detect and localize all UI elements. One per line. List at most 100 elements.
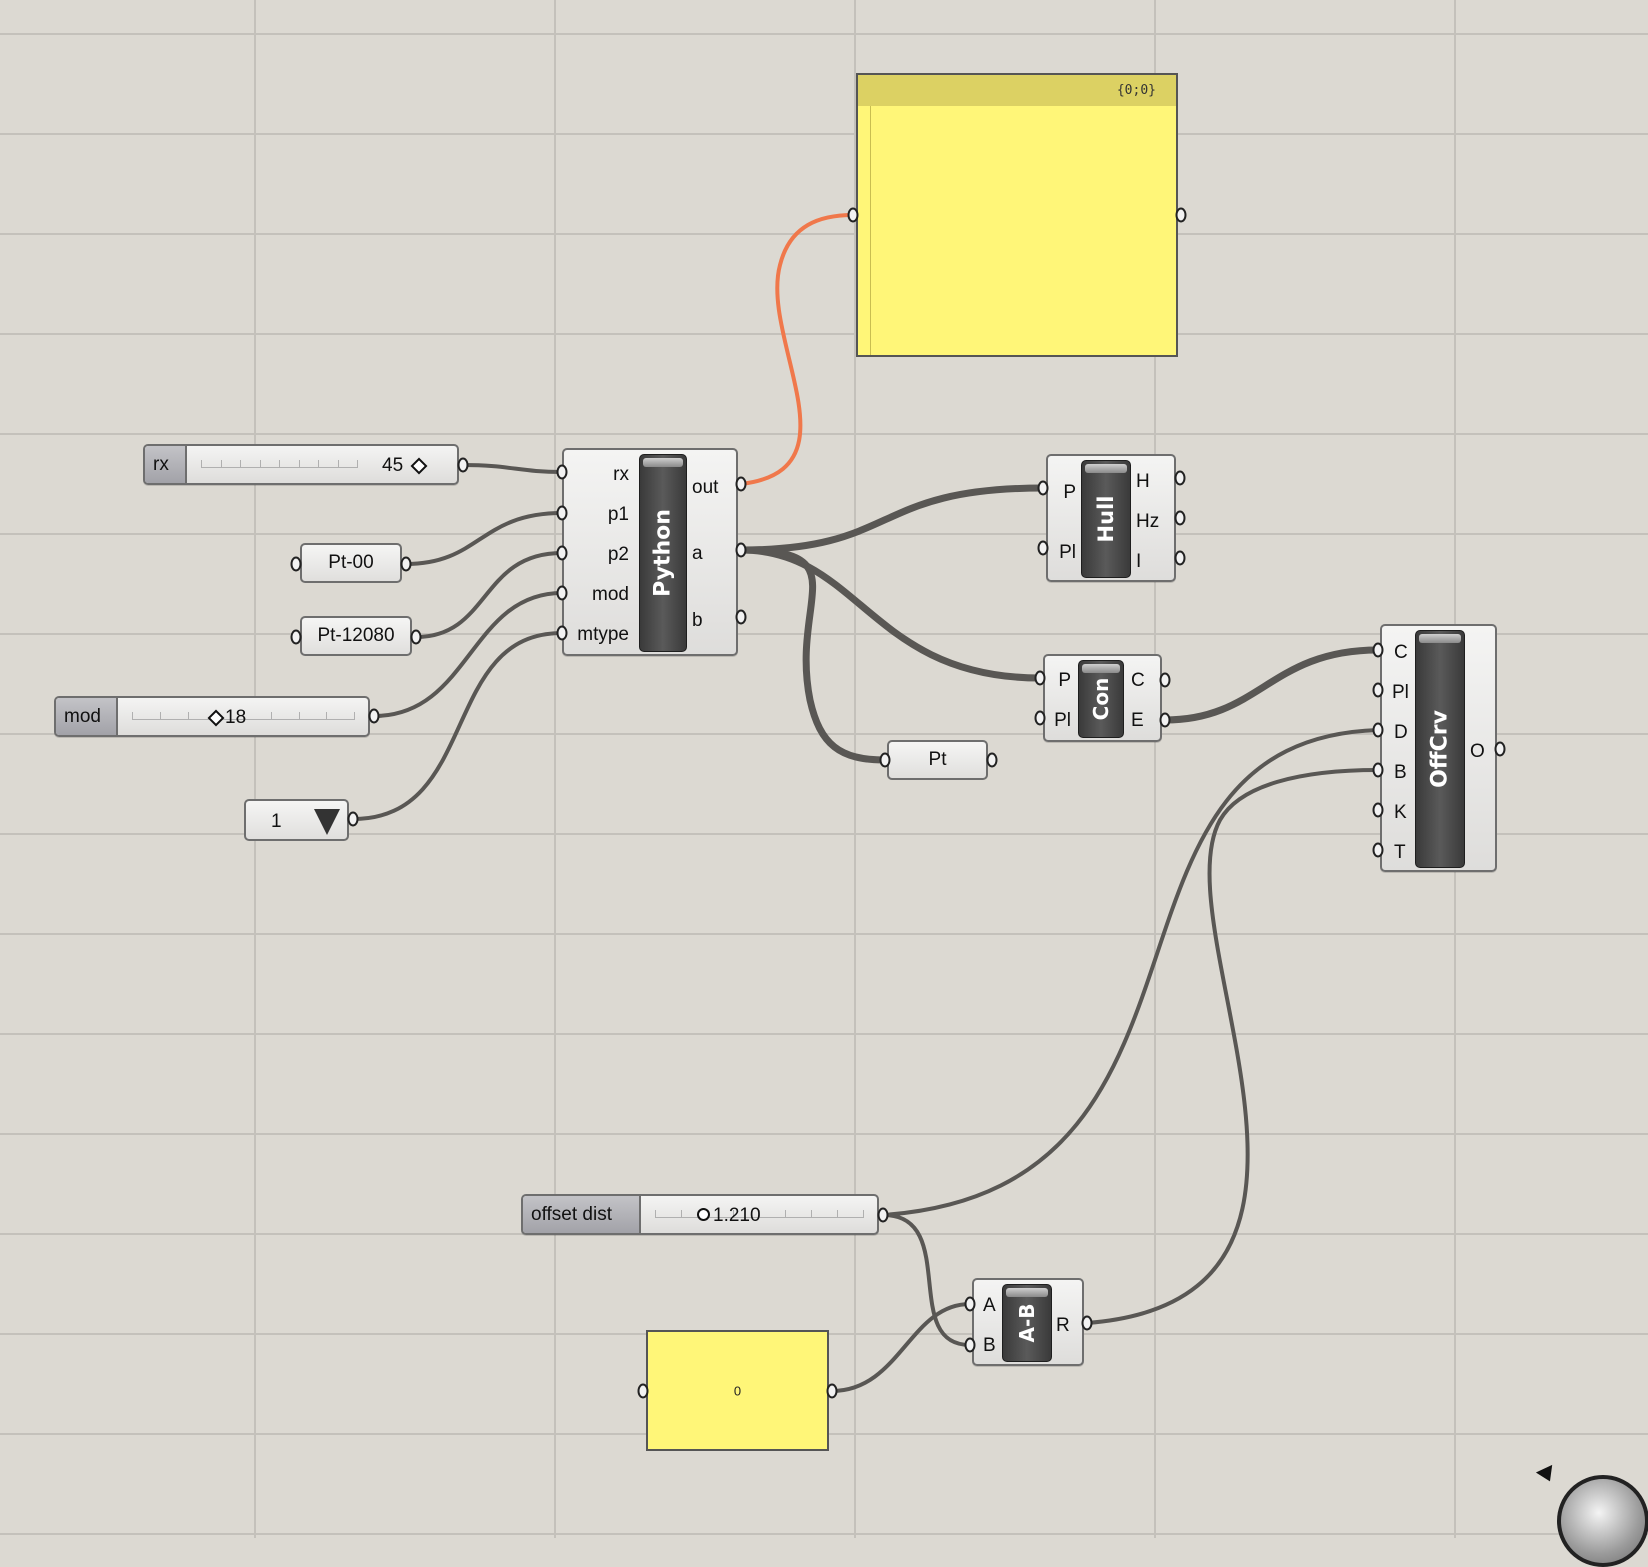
slider-mod[interactable]: mod 18 [54, 696, 370, 737]
param-pt-00-input-grip[interactable] [290, 556, 302, 572]
python-input-mod: mod [592, 584, 629, 605]
panel-path: {0;0} [1116, 83, 1156, 98]
canvas-navigation-ball-icon[interactable] [1557, 1475, 1648, 1567]
subtract-output-grip-r[interactable] [1081, 1315, 1093, 1331]
offcrv-output-grip-o[interactable] [1494, 741, 1506, 757]
panel-top-input-grip[interactable] [847, 207, 859, 223]
con-title-bar[interactable]: Con [1078, 660, 1124, 738]
component-con[interactable]: P Pl Con C E [1043, 654, 1162, 742]
wire-python-a-hull[interactable] [737, 484, 1047, 554]
con-output-grip-e[interactable] [1159, 712, 1171, 728]
slider-offset-dist[interactable]: offset dist 1.210 [521, 1194, 879, 1235]
offcrv-input-grip-pl[interactable] [1372, 682, 1384, 698]
offcrv-input-grip-b[interactable] [1372, 762, 1384, 778]
wire-offset-subtract-b[interactable] [881, 1213, 972, 1347]
wire-rx-python[interactable] [461, 463, 564, 474]
python-output-out: out [692, 477, 719, 498]
wire-list-python[interactable] [351, 631, 564, 821]
offcrv-title: OffCrv [1427, 710, 1453, 788]
offcrv-input-c: C [1394, 642, 1408, 663]
con-input-grip-pl[interactable] [1034, 710, 1046, 726]
con-input-grip-p[interactable] [1034, 670, 1046, 686]
python-input-grip-rx[interactable] [556, 464, 568, 480]
wire-python-out-panel[interactable] [739, 213, 855, 486]
python-input-grip-p2[interactable] [556, 545, 568, 561]
offcrv-input-grip-c[interactable] [1372, 642, 1384, 658]
subtract-input-grip-b[interactable] [964, 1337, 976, 1353]
wire-python-a-con[interactable] [737, 546, 1044, 682]
slider-offset-output-grip[interactable] [877, 1207, 889, 1223]
wire-subtract-offcrv-b[interactable] [1085, 768, 1380, 1325]
panel-bottom-output-grip[interactable] [826, 1383, 838, 1399]
python-input-grip-p1[interactable] [556, 505, 568, 521]
offcrv-title-bar[interactable]: OffCrv [1415, 630, 1465, 868]
param-pt-12080-input-grip[interactable] [290, 629, 302, 645]
offcrv-input-grip-k[interactable] [1372, 802, 1384, 818]
python-output-grip-out[interactable] [735, 476, 747, 492]
con-output-e: E [1131, 710, 1144, 731]
python-output-a: a [692, 543, 703, 564]
param-pt-00-output-grip[interactable] [400, 556, 412, 572]
slider-rx[interactable]: rx 45 [143, 444, 459, 485]
param-pt-12080[interactable]: Pt-12080 [300, 616, 412, 656]
panel-header: {0;0} [858, 75, 1176, 106]
panel-top[interactable]: {0;0} [856, 73, 1178, 357]
python-title-bar[interactable]: Python [639, 454, 687, 652]
python-input-grip-mtype[interactable] [556, 625, 568, 641]
panel-bottom-input-grip[interactable] [637, 1383, 649, 1399]
component-subtraction[interactable]: A B A-B R [972, 1278, 1084, 1366]
hull-output-grip-i[interactable] [1174, 550, 1186, 566]
hull-input-grip-p[interactable] [1037, 480, 1049, 496]
subtract-title-bar[interactable]: A-B [1002, 1284, 1052, 1362]
component-python[interactable]: rx p1 p2 mod mtype Python out a b [562, 448, 738, 656]
slider-value-rx: 45 [382, 455, 404, 476]
value-list-output-grip[interactable] [347, 811, 359, 827]
wire-pt00-python[interactable] [404, 511, 564, 566]
hull-input-grip-pl[interactable] [1037, 540, 1049, 556]
slider-handle-offset[interactable] [697, 1208, 710, 1221]
wire-python-a-pt[interactable] [737, 546, 889, 764]
wire-con-e-offcrv-c[interactable] [1161, 646, 1382, 724]
param-pt-12080-output-grip[interactable] [410, 629, 422, 645]
panel-top-output-grip[interactable] [1175, 207, 1187, 223]
python-output-grip-a[interactable] [735, 542, 747, 558]
offcrv-output-o: O [1470, 741, 1485, 762]
value-list-selected: 1 [271, 811, 282, 832]
hull-output-hz: Hz [1136, 511, 1160, 532]
param-pt-input-grip[interactable] [879, 752, 891, 768]
slider-handle-rx[interactable] [410, 457, 428, 475]
hull-output-grip-hz[interactable] [1174, 510, 1186, 526]
hull-output-grip-h[interactable] [1174, 470, 1186, 486]
hull-title-bar[interactable]: Hull [1081, 460, 1131, 578]
slider-rx-output-grip[interactable] [457, 457, 469, 473]
subtract-input-b: B [983, 1335, 996, 1356]
slider-track-offset[interactable]: 1.210 [641, 1196, 877, 1233]
offcrv-input-grip-d[interactable] [1372, 722, 1384, 738]
wire-panel-subtract-a[interactable] [830, 1302, 972, 1393]
dropdown-arrow-icon[interactable] [314, 809, 340, 835]
hull-input-pl: Pl [1059, 542, 1076, 563]
wire-pt12080-python[interactable] [414, 551, 564, 639]
python-input-rx: rx [613, 464, 629, 485]
nav-arrow-icon [1535, 1464, 1559, 1486]
value-list[interactable]: 1 [244, 799, 349, 841]
param-pt-output-grip[interactable] [986, 752, 998, 768]
python-input-grip-mod[interactable] [556, 585, 568, 601]
component-hull[interactable]: P Pl Hull H Hz I [1046, 454, 1176, 582]
subtract-input-grip-a[interactable] [964, 1296, 976, 1312]
component-offcrv[interactable]: C Pl D B K T OffCrv O [1380, 624, 1497, 872]
python-input-p1: p1 [607, 504, 629, 525]
param-pt-00[interactable]: Pt-00 [300, 543, 402, 583]
param-pt[interactable]: Pt [887, 740, 988, 780]
offcrv-input-grip-t[interactable] [1372, 842, 1384, 858]
panel-bottom[interactable]: 0 [646, 1330, 829, 1451]
python-output-grip-b[interactable] [735, 609, 747, 625]
slider-track-mod[interactable]: 18 [118, 698, 368, 735]
slider-track-rx[interactable]: 45 [187, 446, 457, 483]
con-output-grip-c[interactable] [1159, 672, 1171, 688]
hull-input-p: P [1063, 482, 1076, 503]
slider-mod-output-grip[interactable] [368, 708, 380, 724]
offcrv-input-t: T [1394, 842, 1406, 863]
wire-offset-offcrv-d[interactable] [881, 728, 1380, 1217]
